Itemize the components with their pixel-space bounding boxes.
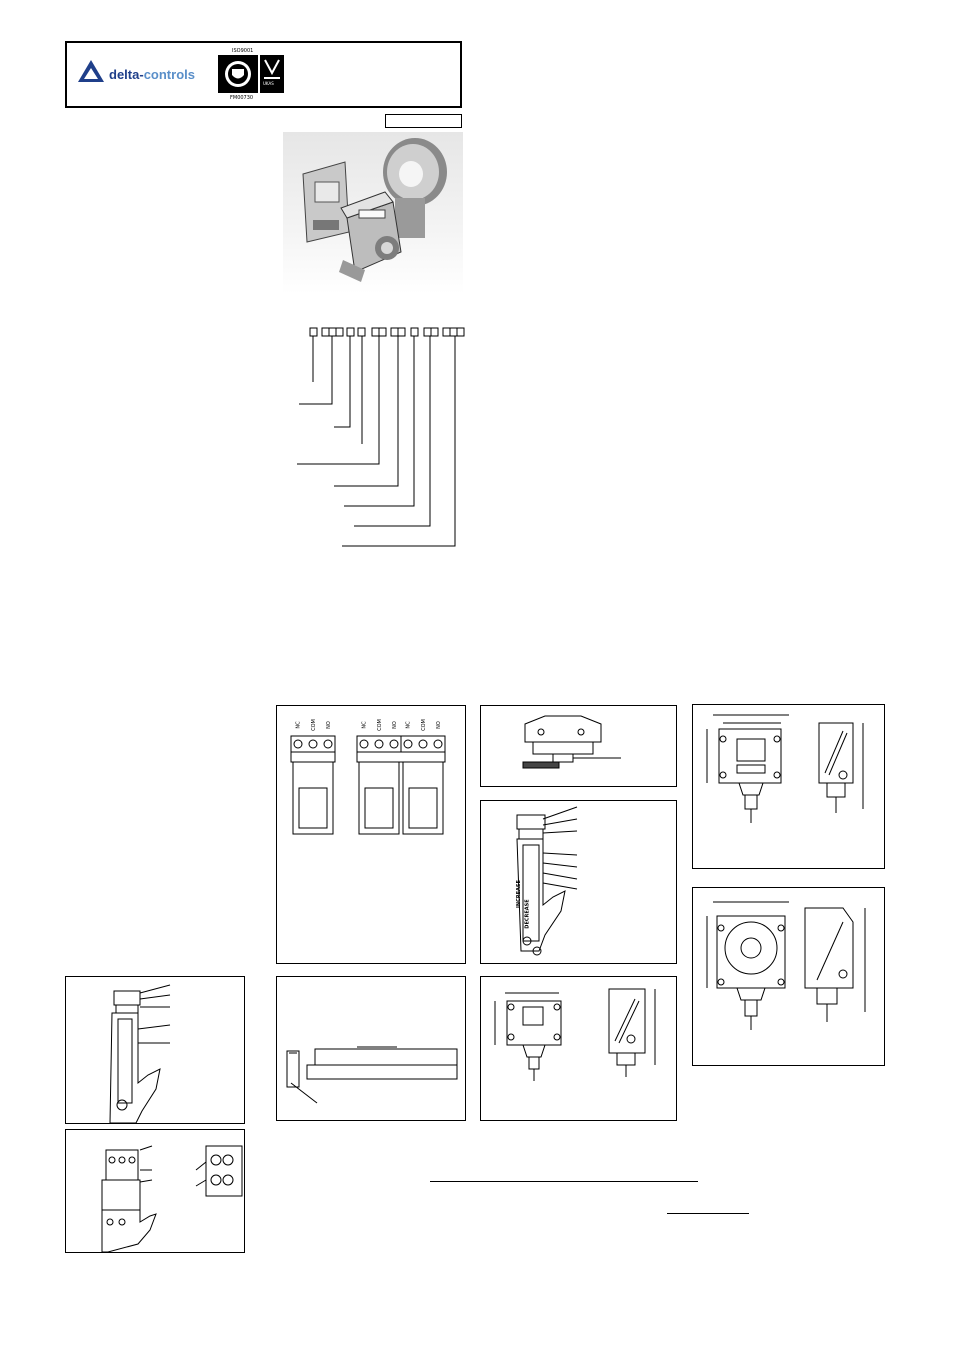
term-label-dual-a-nc: NC xyxy=(361,721,368,729)
term-label-single-no: NO xyxy=(325,721,332,729)
term-label-dual-a-no: NO xyxy=(391,721,398,729)
switch-side-view-box xyxy=(65,976,245,1124)
certification-seal-icon xyxy=(218,55,258,93)
underline-2 xyxy=(667,1213,749,1214)
term-label-dual-a-com: COM xyxy=(376,719,383,731)
top-view-box xyxy=(480,705,677,787)
term-label-single-nc: NC xyxy=(295,721,302,729)
order-code-diagram xyxy=(297,327,465,547)
brand-part1: delta xyxy=(109,67,140,82)
revision-box xyxy=(385,114,462,128)
switch-side-view xyxy=(109,984,171,1123)
top-view-diagram xyxy=(522,715,621,769)
mounting-diagram xyxy=(286,1046,458,1104)
delta-logo-icon xyxy=(78,60,104,82)
dimension-drawing-2-svg xyxy=(706,901,866,1030)
cert-title: ISO9001 xyxy=(232,48,254,54)
mounting-diagram-box xyxy=(276,976,466,1121)
wiring-diagram-box: NC COM NO NC COM NO NC COM NO xyxy=(276,705,466,964)
order-code-boxes xyxy=(309,327,465,337)
dimension-drawing-2 xyxy=(692,887,885,1066)
header-box: delta-controls ISO9001 UKAS FM00730 xyxy=(65,41,462,108)
adjustment-diagram xyxy=(516,806,578,956)
ukas-mark-icon xyxy=(260,55,284,93)
cert-code: FM00730 xyxy=(230,95,254,101)
product-photo xyxy=(283,132,463,294)
term-label-dual-b-nc: NC xyxy=(405,721,412,729)
pressure-switch-illustration xyxy=(302,138,447,282)
underline-1 xyxy=(430,1181,698,1182)
adjustment-view-box: INCREASE DECREASE xyxy=(480,800,677,964)
switch-terminal-view-box xyxy=(65,1129,245,1253)
decrease-label: DECREASE xyxy=(524,899,531,929)
dimension-drawing-1-svg xyxy=(706,714,864,823)
dimension-drawing-3 xyxy=(480,976,677,1121)
dimension-drawing-3-svg xyxy=(494,988,656,1081)
wiring-diagram xyxy=(290,735,446,835)
dimension-drawing-1 xyxy=(692,704,885,869)
order-code-leaders xyxy=(297,336,456,547)
brand-part2: controls xyxy=(143,67,195,82)
brand-name: delta-controls xyxy=(109,67,195,82)
term-label-dual-b-no: NO xyxy=(435,721,442,729)
term-label-dual-b-com: COM xyxy=(420,719,427,731)
switch-terminal-view xyxy=(101,1145,243,1252)
brand-sep: - xyxy=(139,67,144,82)
term-label-single-com: COM xyxy=(310,719,317,731)
ukas-text: UKAS xyxy=(263,81,274,86)
increase-label: INCREASE xyxy=(515,880,522,908)
